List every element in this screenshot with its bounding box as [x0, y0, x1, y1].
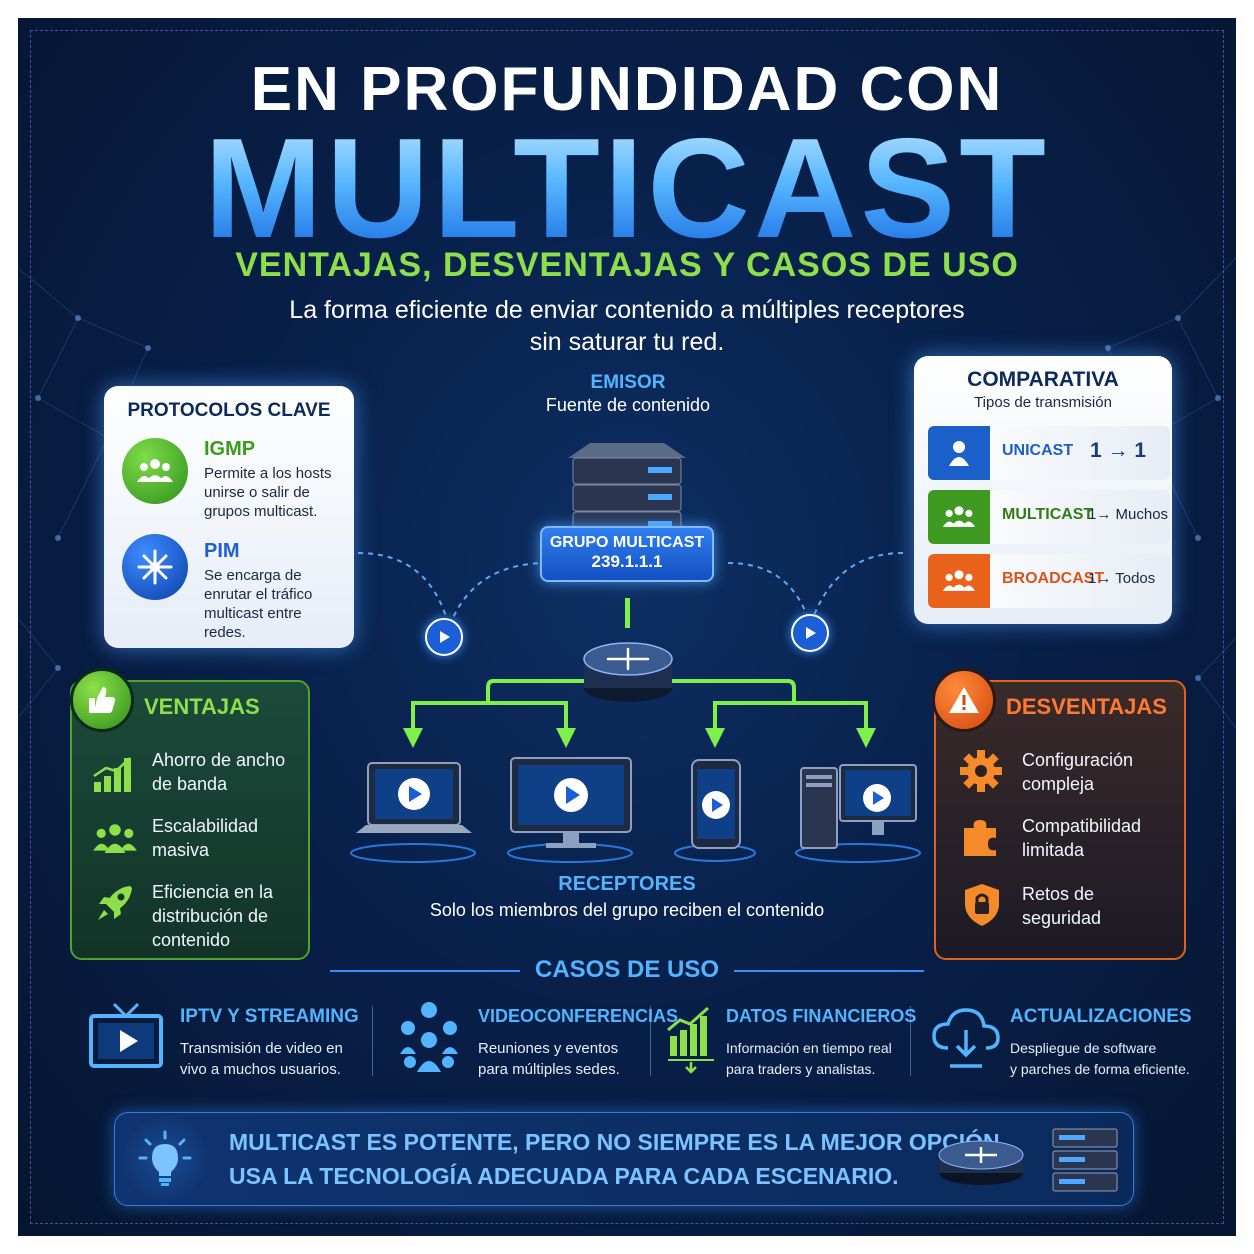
infographic: EN PROFUNDIDAD CON MULTICAST VENTAJAS, D…: [18, 18, 1236, 1236]
comparison-panel: COMPARATIVA Tipos de transmisión UNICAST…: [914, 356, 1172, 624]
title-line-1: EN PROFUNDIDAD CON: [250, 55, 1004, 124]
warning-icon: [932, 668, 996, 732]
rocket-icon: [94, 882, 136, 929]
gear-icon: [958, 748, 1004, 799]
tagline: La forma eficiente de enviar contenido a…: [18, 294, 1236, 358]
multicast-diagram: [350, 443, 921, 863]
use-cases-title: CASOS DE USO: [534, 956, 720, 983]
desktop-computer-icon: [800, 764, 917, 849]
lightbulb-icon: [123, 1117, 207, 1201]
section-divider-left: [330, 970, 520, 972]
phone-icon: [691, 759, 741, 849]
comparison-label-multicast: MULTICAST: [1002, 506, 1094, 523]
comparison-value-multicast: 1→ Muchos: [1088, 506, 1169, 523]
comparison-row-unicast: UNICAST 1 → 1: [928, 426, 1170, 480]
sender-title: EMISOR: [590, 372, 666, 393]
use-case-separator: [910, 1006, 911, 1076]
server-icon: [568, 443, 686, 539]
subtitle: VENTAJAS, DESVENTAJAS Y CASOS DE USO: [235, 246, 1019, 284]
section-divider-right: [734, 970, 924, 972]
play-icon: [425, 618, 463, 656]
videoconference-icon: [396, 1000, 462, 1081]
puzzle-icon: [960, 816, 1004, 865]
comparison-title: COMPARATIVA: [967, 368, 1119, 391]
financial-chart-icon: [666, 1004, 716, 1079]
group-icon: [122, 438, 188, 504]
footer-line-2: USA LA TECNOLOGÍA ADECUADA PARA CADA ESC…: [229, 1163, 899, 1189]
security-shield-lock-icon: [962, 882, 1002, 933]
tv-play-icon: [88, 1000, 164, 1077]
comparison-row-broadcast: BROADCAST 1→ Todos: [928, 554, 1170, 608]
routing-arrows-icon: [122, 534, 188, 600]
footer-banner: MULTICAST ES POTENTE, PERO NO SIEMPRE ES…: [114, 1112, 1134, 1206]
use-case-name-4: ACTUALIZACIONES: [1010, 1006, 1192, 1027]
router-and-servers-icon: [938, 1128, 1118, 1192]
protocols-title: PROTOCOLOS CLAVE: [127, 400, 331, 421]
use-case-name-1: IPTV Y STREAMING: [180, 1006, 359, 1027]
receivers-subtitle: Solo los miembros del grupo reciben el c…: [429, 900, 825, 920]
protocols-panel: PROTOCOLOS CLAVE IGMP Permite a los host…: [104, 386, 354, 648]
bandwidth-chart-icon: [92, 754, 138, 799]
group-title: GRUPO MULTICAST: [549, 534, 705, 551]
comparison-row-multicast: MULTICAST 1→ Muchos: [928, 490, 1170, 544]
comparison-subtitle: Tipos de transmisión: [974, 394, 1112, 411]
monitor-icon: [510, 757, 632, 848]
use-case-separator: [650, 1006, 651, 1076]
laptop-icon: [356, 762, 472, 833]
router-icon: [583, 642, 673, 702]
disadvantages-title: DESVENTAJAS: [1006, 694, 1167, 719]
footer-line-1: MULTICAST ES POTENTE, PERO NO SIEMPRE ES…: [229, 1129, 1006, 1155]
group-icon: [928, 554, 990, 608]
comparison-label-unicast: UNICAST: [1002, 442, 1074, 459]
title-multicast: MULTICAST: [18, 114, 1236, 264]
use-case-name-2: VIDEOCONFERENCIAS: [478, 1006, 679, 1026]
multicast-group-badge: GRUPO MULTICAST 239.1.1.1: [540, 526, 714, 582]
protocol-pim-name: PIM: [204, 540, 240, 562]
comparison-value-unicast: 1 → 1: [1090, 439, 1147, 462]
tagline-line-1: La forma eficiente de enviar contenido a…: [289, 296, 965, 324]
scalability-users-icon: [92, 820, 138, 861]
group-icon: [928, 490, 990, 544]
comparison-value-broadcast: 1→ Todos: [1088, 570, 1156, 587]
receivers-title: RECEPTORES: [558, 873, 696, 895]
group-address: 239.1.1.1: [591, 552, 663, 571]
protocol-igmp-name: IGMP: [204, 438, 256, 460]
single-user-icon: [928, 426, 990, 480]
play-icon: [791, 614, 829, 652]
thumbs-up-icon: [70, 668, 134, 732]
tagline-line-2: sin saturar tu red.: [529, 328, 725, 356]
advantages-title: VENTAJAS: [144, 694, 260, 719]
comparison-label-broadcast: BROADCAST: [1002, 570, 1105, 587]
use-case-name-3: DATOS FINANCIEROS: [726, 1006, 917, 1026]
use-case-separator: [372, 1006, 373, 1076]
cloud-download-icon: [930, 1004, 1002, 1075]
sender-subtitle: Fuente de contenido: [545, 395, 711, 415]
